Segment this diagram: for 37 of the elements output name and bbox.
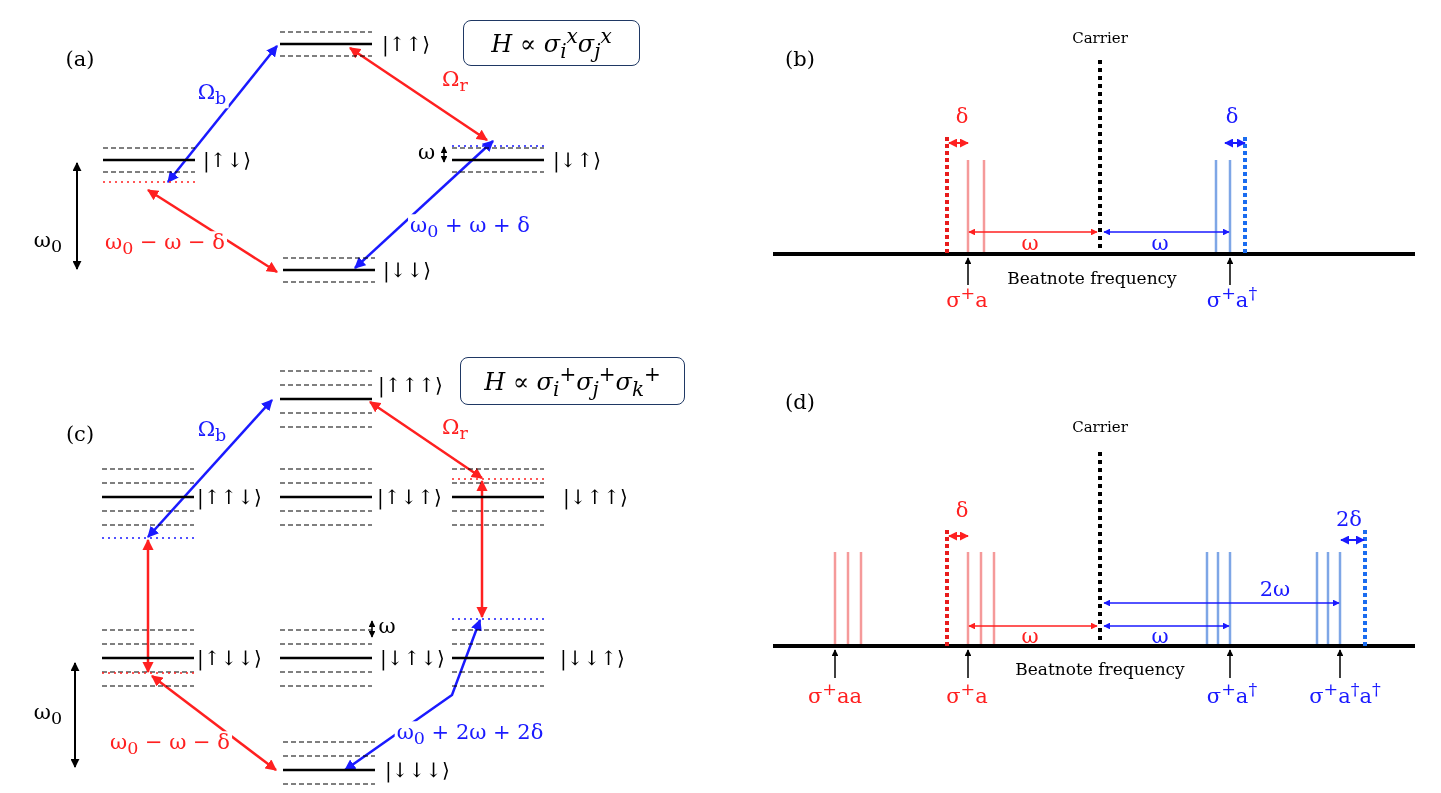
panel-label: (c) [65,423,95,447]
spacing-label: 2ω [1259,578,1291,602]
transition-arrow [369,400,483,480]
spacing-label: ω [1151,625,1169,649]
dimension-label: ω$_{0}$ [33,229,63,257]
spacing-label: ω [1021,625,1039,649]
sideband-label: σ$^{+}$a [946,283,988,313]
detuning-label: δ [955,105,969,129]
transition-arrow [147,188,278,274]
spacing-label: ω [1151,232,1169,256]
panel-label: (a) [65,48,95,72]
axis-label: Carrier [1072,29,1128,47]
spacing-label: ω [378,615,396,639]
dimension-label: ω$_{0}$ [33,701,63,729]
transition-arrow [476,479,488,619]
sideband-label: σ$^{+}$a$^{†}$a$^{†}$ [1309,679,1381,709]
transition-arrow [354,140,494,269]
transition-arrow [349,46,488,142]
transition-arrow [147,399,273,538]
detuning-label: δ [1225,105,1239,129]
sideband-label: σ$^{+}$a$^{†}$ [1206,679,1258,709]
panel-label: (d) [785,391,815,415]
transition-arrow [142,538,154,674]
sideband-label: σ$^{+}$a [946,679,988,709]
axis-label: Carrier [1072,418,1128,436]
sideband-label: σ$^{+}$a$^{†}$ [1206,283,1258,313]
spacing-label: ω [418,141,436,163]
axis-label: Beatnote frequency [1015,659,1185,679]
detuning-label: 2δ [1336,508,1362,532]
transition-arrow [167,45,278,183]
transition-arrow [344,618,482,772]
axis-label: Beatnote frequency [1007,268,1177,288]
panel-label: (b) [785,48,815,72]
sideband-label: σ$^{+}$aa [807,679,863,709]
spacing-label: ω [1021,232,1039,256]
transition-arrow [151,675,277,771]
detuning-label: δ [955,499,969,523]
